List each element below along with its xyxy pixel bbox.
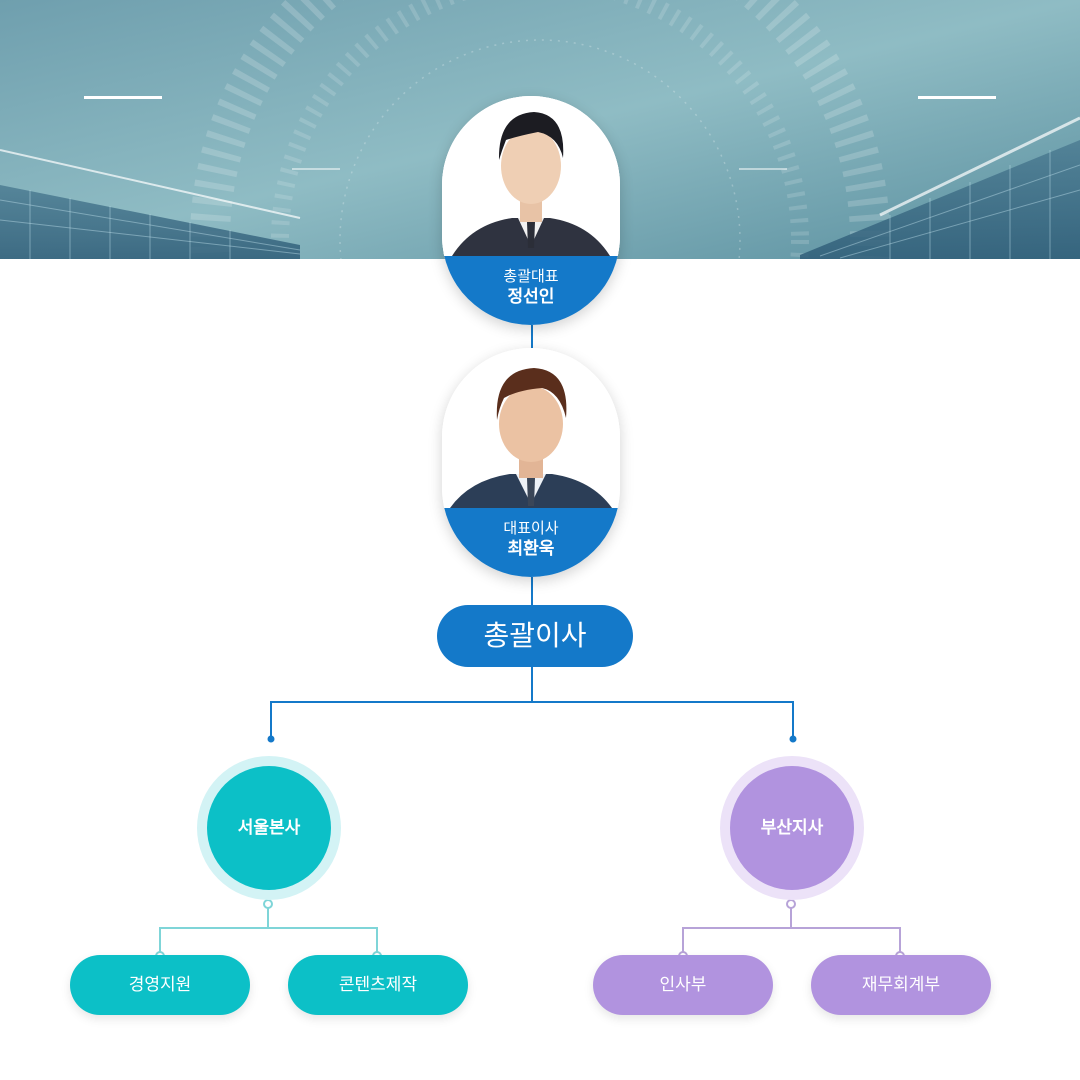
person-photo-icon xyxy=(442,348,620,508)
department-node: 콘텐츠제작 xyxy=(288,955,468,1015)
seoul-branch-ring: 서울본사 xyxy=(197,756,341,900)
busan-branch-node: 부산지사 xyxy=(730,766,854,890)
director-card: 대표이사 최환욱 xyxy=(442,348,620,577)
director-role: 대표이사 xyxy=(503,519,559,537)
department-node: 경영지원 xyxy=(70,955,250,1015)
hub-node: 총괄이사 xyxy=(437,605,633,667)
director-caption: 대표이사 최환욱 xyxy=(442,508,620,577)
seoul-branch-node: 서울본사 xyxy=(207,766,331,890)
department-node: 인사부 xyxy=(593,955,773,1015)
ceo-card: 총괄대표 정선인 xyxy=(442,96,620,325)
department-node: 재무회계부 xyxy=(811,955,991,1015)
director-name: 최환욱 xyxy=(507,539,555,559)
person-photo-icon xyxy=(442,96,620,256)
ceo-caption: 총괄대표 정선인 xyxy=(442,256,620,325)
ceo-name: 정선인 xyxy=(507,287,555,307)
ceo-role: 총괄대표 xyxy=(503,267,559,285)
busan-branch-ring: 부산지사 xyxy=(720,756,864,900)
